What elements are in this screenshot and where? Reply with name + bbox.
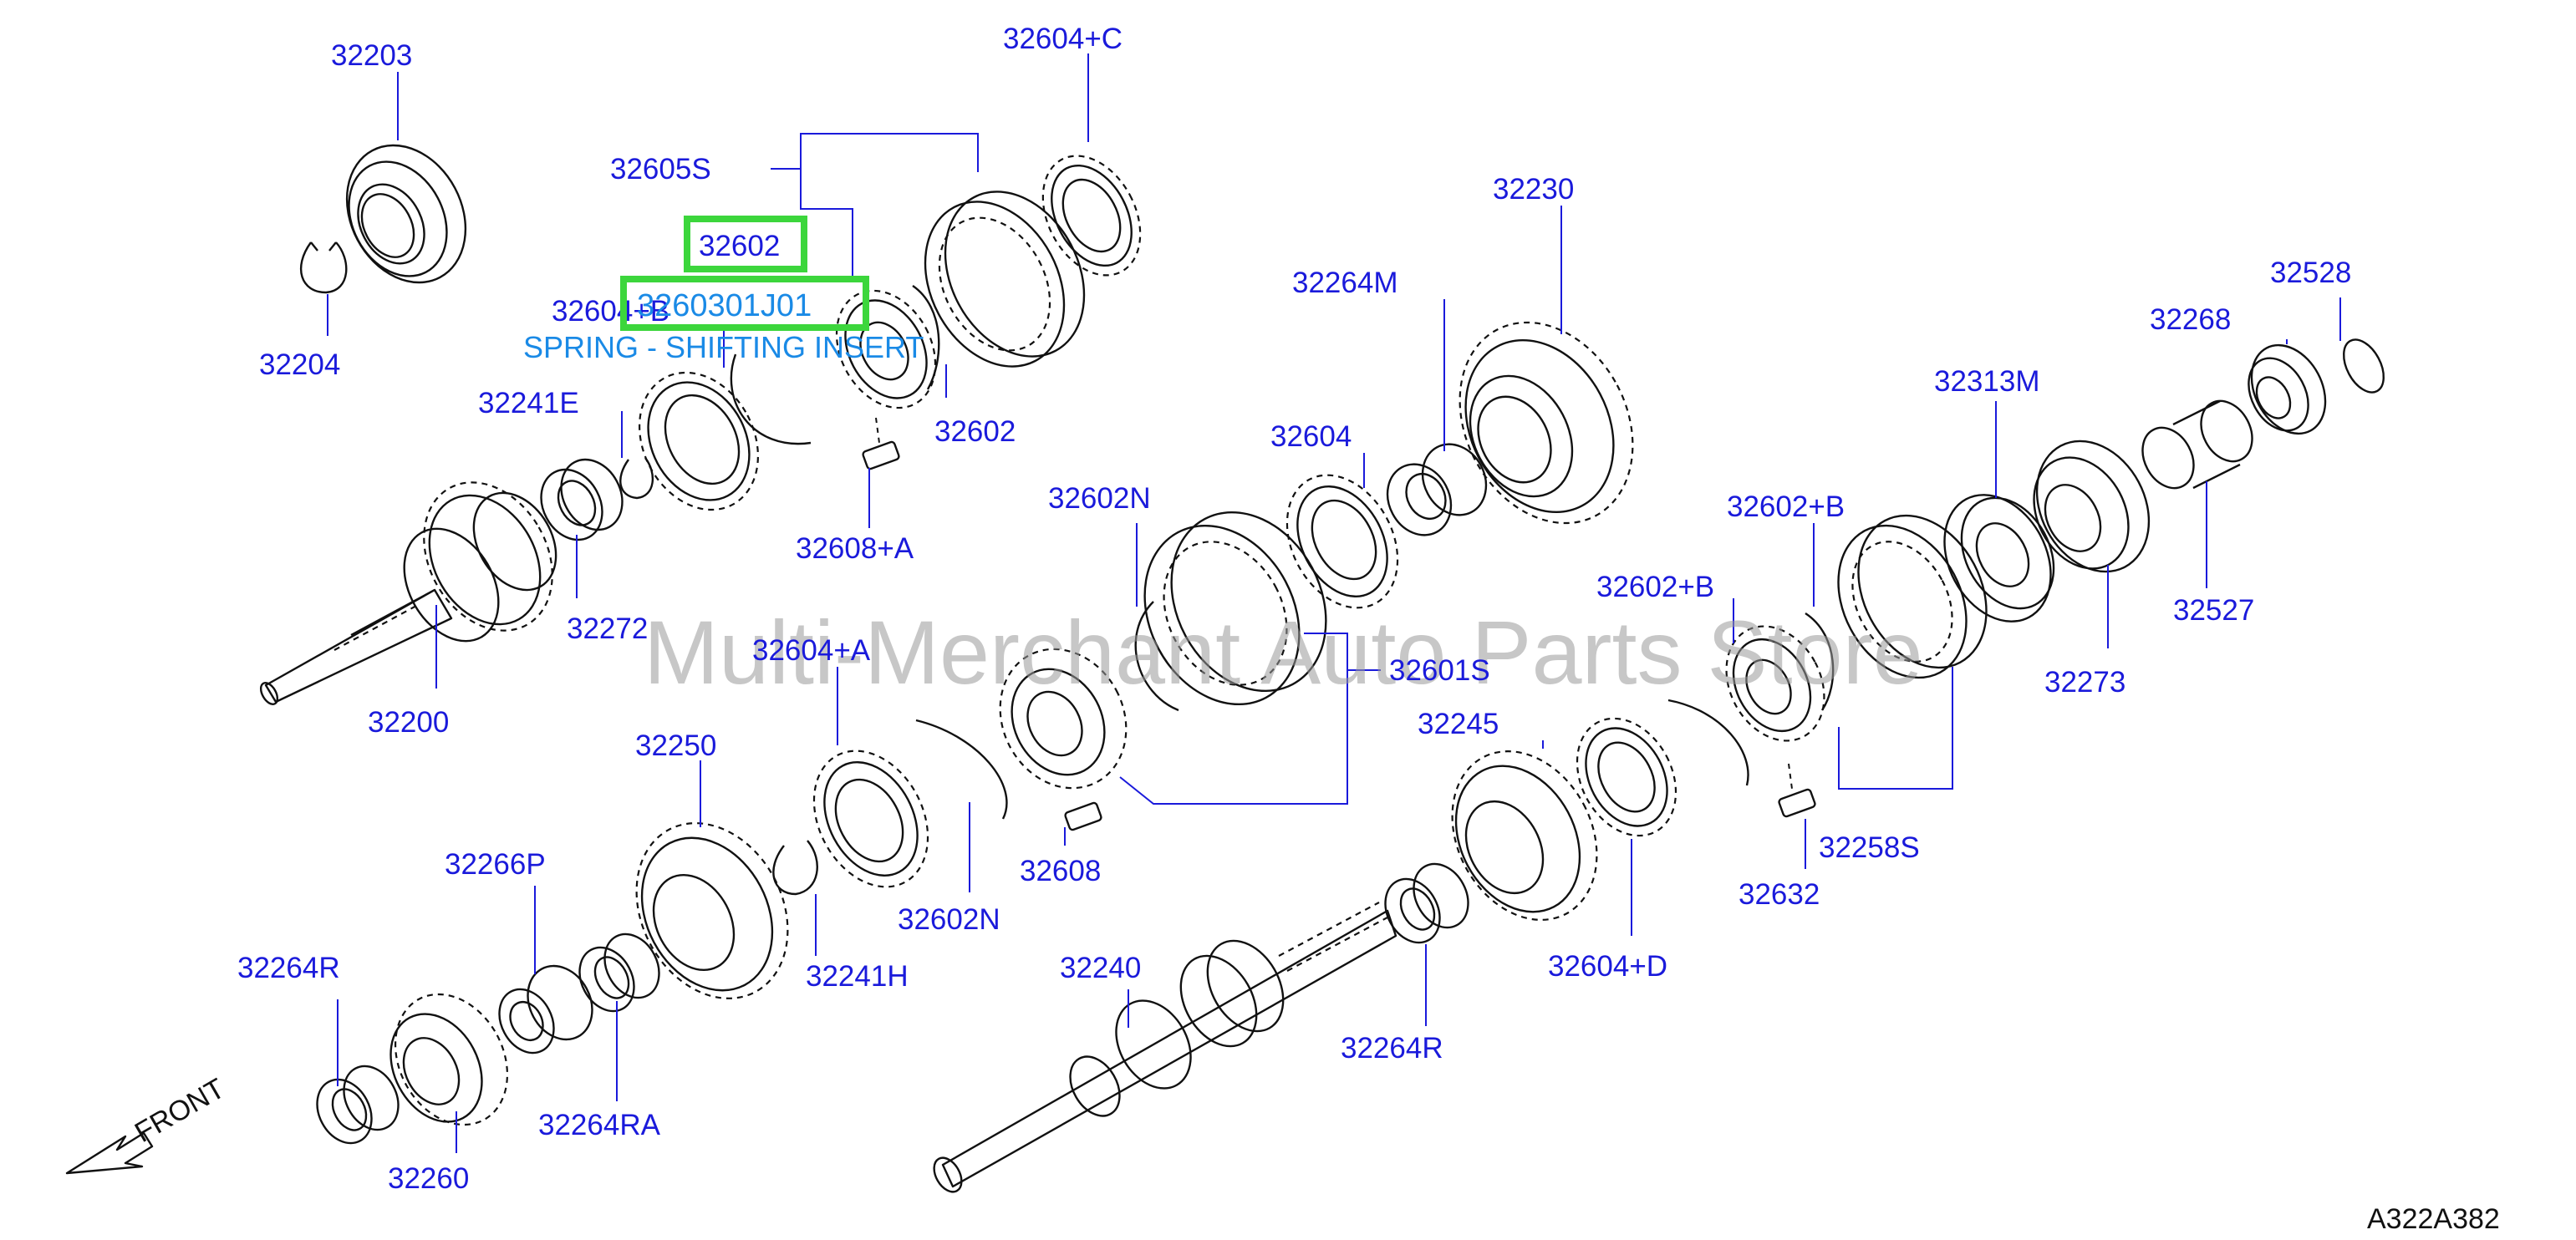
leader-lines	[327, 53, 2341, 1153]
label-32602[interactable]: 32602	[934, 415, 1016, 448]
gear-32250	[635, 822, 789, 999]
label-32264M[interactable]: 32264M	[1292, 267, 1397, 299]
bearing-32203	[345, 144, 467, 284]
label-32632[interactable]: 32632	[1739, 878, 1820, 911]
label-32602N-bottom[interactable]: 32602N	[898, 903, 1000, 936]
label-32604B[interactable]: 32604+B	[552, 295, 669, 328]
insert-key-32608A	[862, 417, 900, 470]
highlight-description: SPRING - SHIFTING INSERT	[523, 330, 924, 364]
gear-32245	[1451, 750, 1598, 921]
bushing-32527	[2141, 399, 2253, 490]
label-32604A[interactable]: 32604+A	[752, 634, 871, 667]
needle-bearing-32264RA	[578, 933, 660, 1013]
baulk-ring-32604A	[812, 750, 929, 888]
needle-bearing-32264R-mid	[1384, 862, 1469, 944]
gear-32260	[389, 993, 509, 1126]
label-32602B-1[interactable]: 32602+B	[1727, 490, 1845, 523]
label-32313M[interactable]: 32313M	[1934, 365, 2039, 398]
label-32608[interactable]: 32608	[1020, 855, 1101, 887]
bearing-32273	[2033, 440, 2151, 573]
label-32240[interactable]: 32240	[1060, 952, 1141, 984]
spring-32602-right	[912, 285, 940, 390]
label-32260[interactable]: 32260	[388, 1162, 469, 1195]
baulk-ring-32604	[1285, 474, 1399, 609]
label-32268[interactable]: 32268	[2150, 303, 2231, 336]
front-label: FRONT	[130, 1072, 230, 1148]
bearing-32268	[2248, 343, 2327, 435]
label-32604D[interactable]: 32604+D	[1548, 950, 1667, 983]
synchro-hub-32601S	[999, 511, 1327, 790]
bushing-32266P	[498, 964, 593, 1055]
label-32608A[interactable]: 32608+A	[796, 532, 914, 565]
spring-32602-left	[730, 353, 812, 445]
baulk-ring-32604B	[639, 371, 759, 511]
label-32258S[interactable]: 32258S	[1819, 831, 1920, 864]
label-32250[interactable]: 32250	[635, 729, 716, 762]
snap-ring-32241E	[619, 457, 654, 500]
gear-32313M	[1943, 494, 2055, 623]
label-32604[interactable]: 32604	[1270, 420, 1352, 453]
part-labels[interactable]: 32203 32204 32605S 32604+C 32604+B 32241…	[237, 23, 2351, 1195]
label-32264R-mid[interactable]: 32264R	[1341, 1032, 1443, 1065]
label-32264RA[interactable]: 32264RA	[538, 1109, 661, 1141]
input-shaft-32200	[259, 481, 557, 705]
parts-artwork	[65, 144, 2385, 1193]
synchro-hub-32605S	[835, 191, 1086, 409]
label-32605S[interactable]: 32605S	[610, 153, 711, 185]
label-32230[interactable]: 32230	[1493, 173, 1574, 206]
label-32264R-left[interactable]: 32264R	[237, 952, 340, 984]
snap-ring-32241H	[772, 840, 818, 896]
spring-32602N-top	[1134, 601, 1179, 712]
label-32528[interactable]: 32528	[2270, 257, 2351, 289]
label-32272[interactable]: 32272	[567, 612, 648, 645]
needle-bearing-32272	[540, 458, 624, 541]
front-arrow-icon	[65, 1131, 154, 1175]
label-32602B-2[interactable]: 32602+B	[1596, 571, 1714, 603]
label-32241H[interactable]: 32241H	[806, 960, 909, 993]
label-32203[interactable]: 32203	[331, 39, 412, 72]
highlight-overlay: 32602 3260301J01 SPRING - SHIFTING INSER…	[523, 216, 924, 364]
label-32200[interactable]: 32200	[368, 706, 449, 739]
baulk-ring-32604C	[1041, 155, 1142, 277]
baulk-ring-32604D	[1576, 717, 1677, 837]
insert-key-32608	[1064, 801, 1102, 831]
label-32266P[interactable]: 32266P	[445, 848, 546, 881]
main-shaft-32240	[933, 902, 1397, 1193]
spring-32602B-right	[1805, 612, 1835, 711]
synchro-hub-32258S	[1725, 514, 1988, 742]
label-32527[interactable]: 32527	[2173, 594, 2254, 627]
snap-ring-32528	[2342, 338, 2385, 394]
label-32602N-top[interactable]: 32602N	[1048, 482, 1151, 515]
label-32273[interactable]: 32273	[2044, 666, 2125, 699]
spring-32602N-bottom	[915, 719, 1008, 820]
spring-32602B-left	[1667, 699, 1749, 786]
insert-key-32632	[1778, 763, 1816, 818]
watermark-text: Multi-Merchant Auto Parts Store	[644, 602, 1923, 703]
label-32204[interactable]: 32204	[259, 348, 340, 381]
diagram-code: A322A382	[2367, 1203, 2500, 1235]
label-32601S[interactable]: 32601S	[1389, 654, 1490, 687]
highlight-box-part-number	[620, 276, 869, 331]
highlight-part-label[interactable]: 32602	[699, 230, 780, 262]
label-32245[interactable]: 32245	[1418, 708, 1499, 740]
highlight-part-number[interactable]: 3260301J01	[637, 288, 812, 323]
needle-bearing-32264R-left	[316, 1065, 400, 1145]
needle-bearing-32264M	[1386, 443, 1488, 536]
label-32604C[interactable]: 32604+C	[1003, 23, 1123, 55]
highlight-box-part	[684, 216, 807, 272]
label-32241E[interactable]: 32241E	[478, 387, 579, 419]
snap-ring-32204	[299, 241, 348, 294]
